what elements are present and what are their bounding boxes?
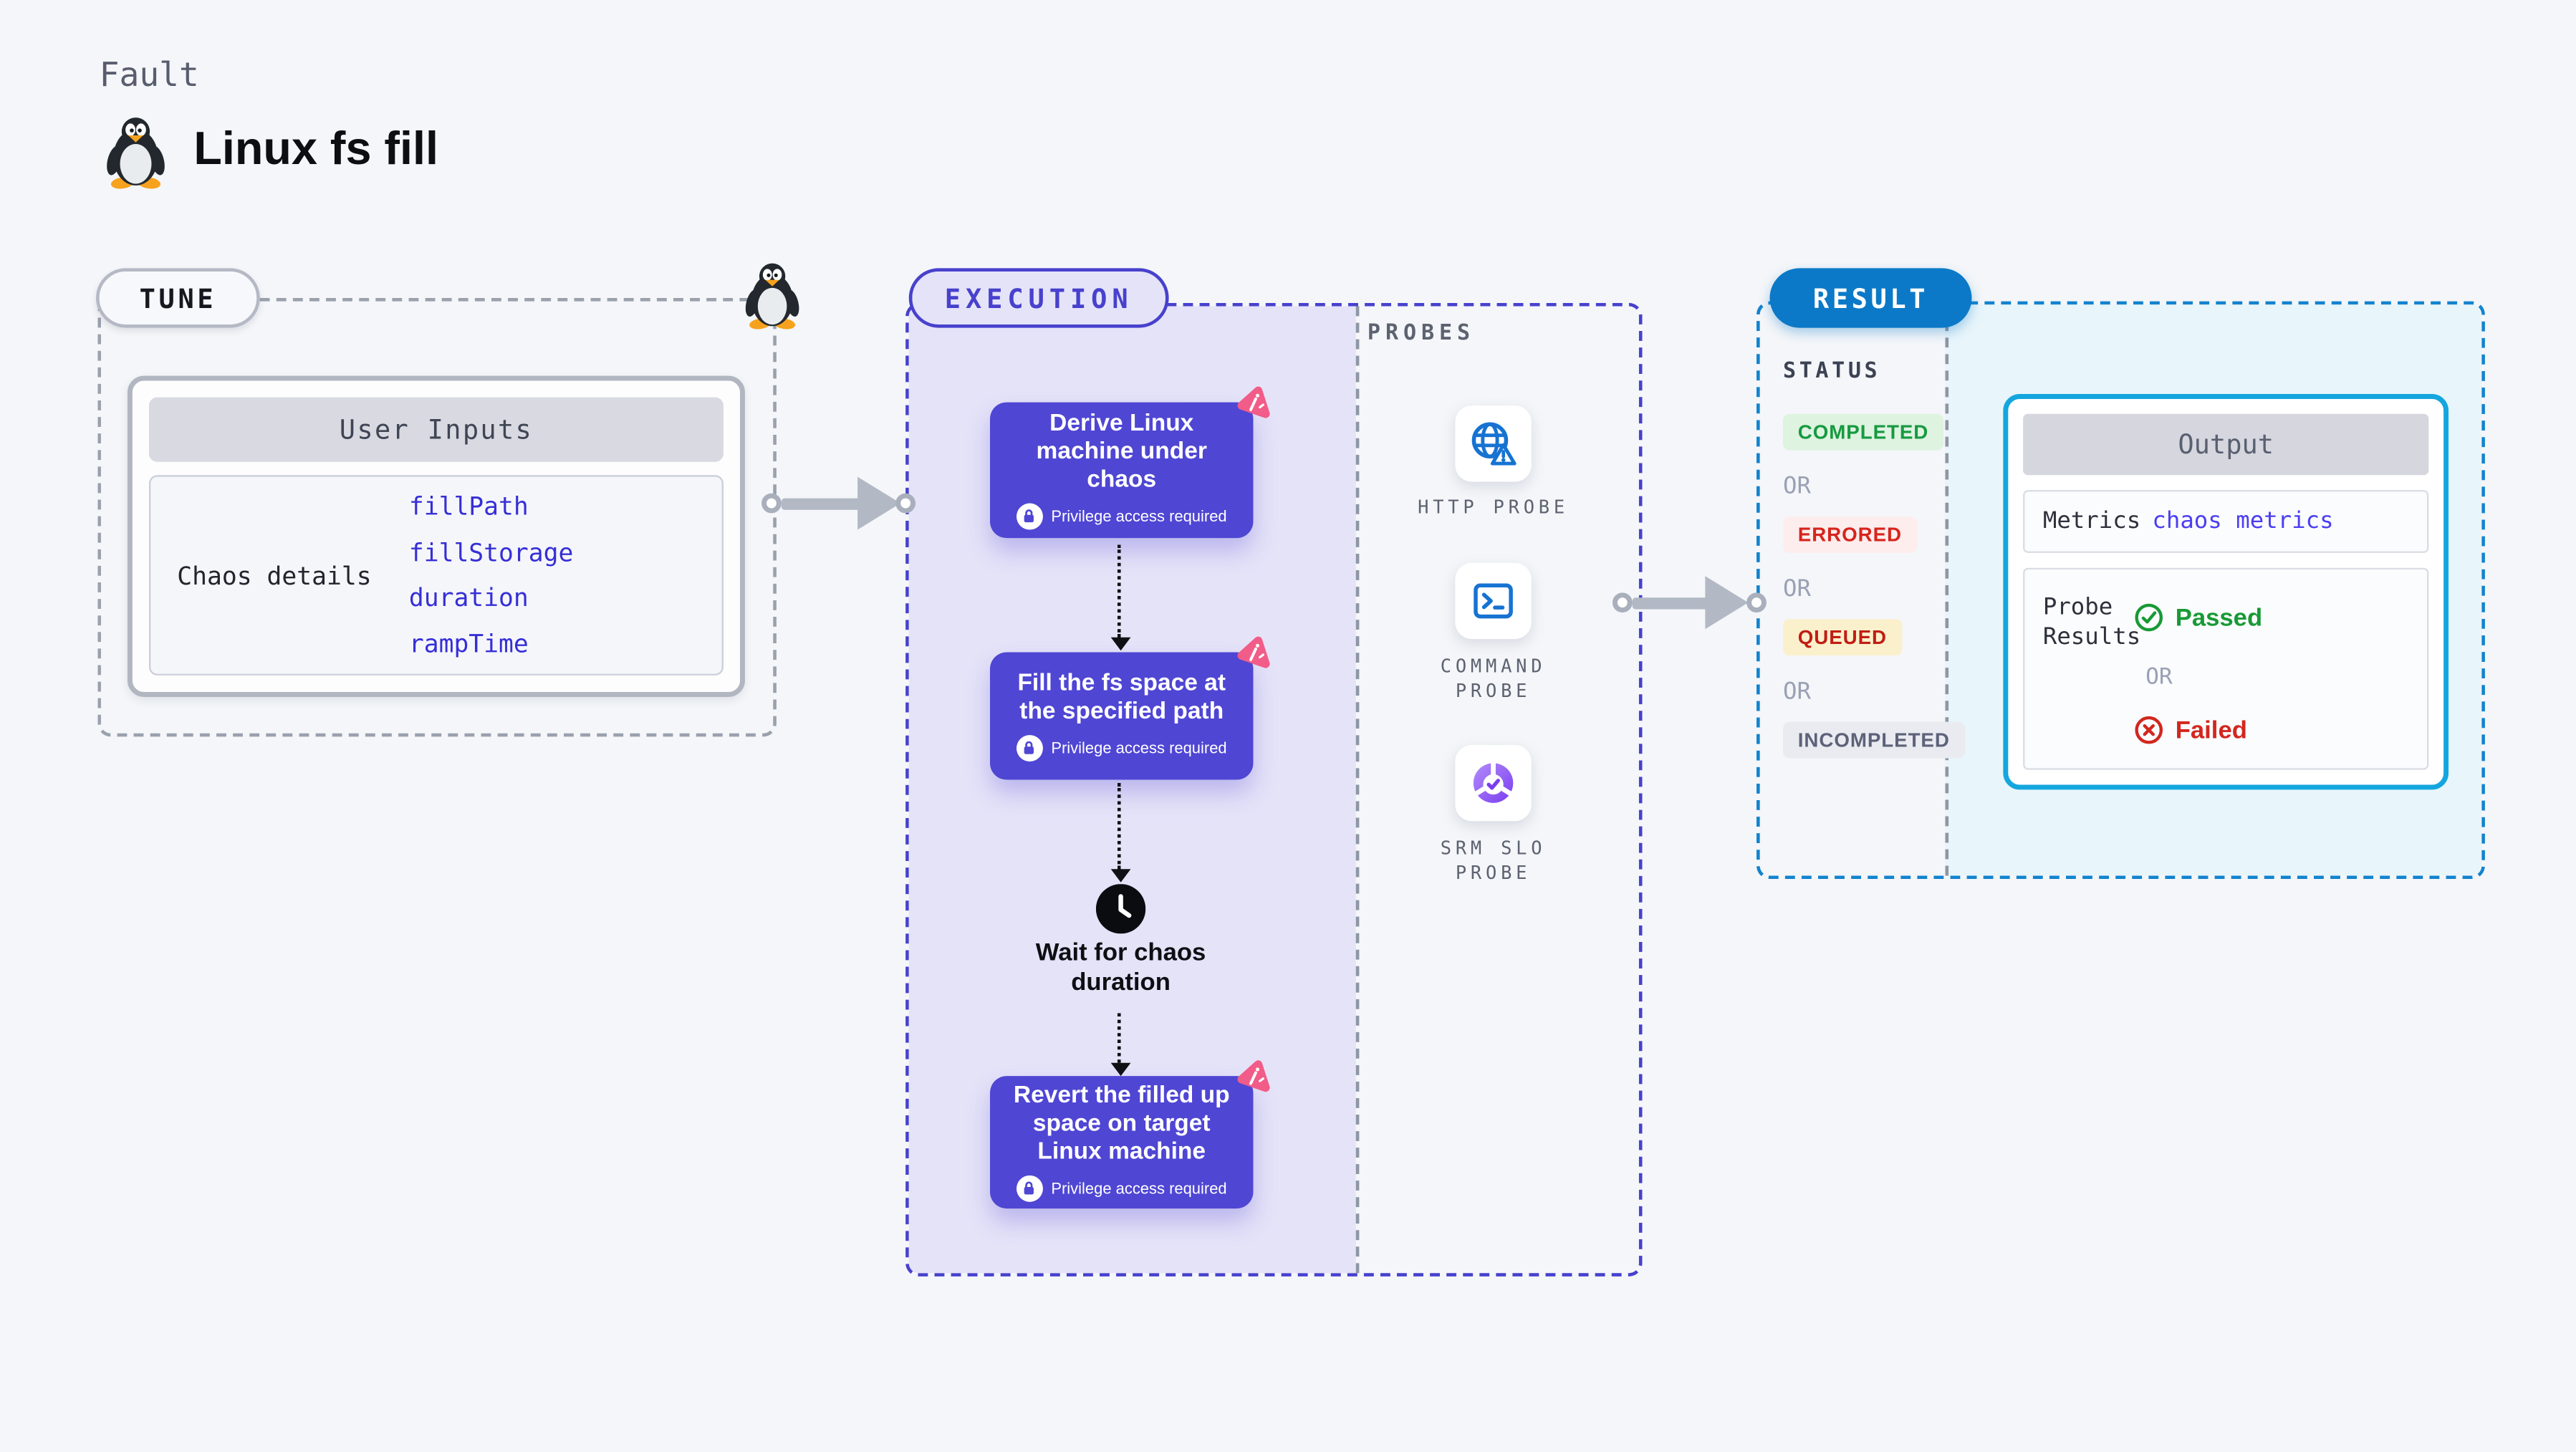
http-probe-label: HTTP PROBE xyxy=(1418,496,1569,519)
status-incompleted-badge: INCOMPLETED xyxy=(1783,721,1965,759)
status-completed-badge: COMPLETED xyxy=(1783,413,1944,451)
output-card: Output Metrics chaos metrics Probe Resul… xyxy=(2003,394,2449,790)
check-circle-icon xyxy=(2135,603,2163,632)
field-duration: duration xyxy=(408,582,529,613)
step-title: Fill the fs space at the specified path xyxy=(1017,670,1226,726)
status-or-text: OR xyxy=(1783,576,1811,603)
arrow-execution-to-result xyxy=(1632,597,1709,609)
chaos-details-label: Chaos details xyxy=(177,560,372,590)
step-fill-fs: Fill the fs space at the specified path … xyxy=(990,636,1270,780)
field-ramptime: rampTime xyxy=(408,628,529,658)
step-title: Derive Linux machine under chaos xyxy=(1036,410,1207,494)
command-probe-label: COMMAND PROBE xyxy=(1440,655,1547,702)
passed-result: Passed xyxy=(2134,602,2262,633)
page-title: Linux fs fill xyxy=(193,122,438,174)
flow-connector xyxy=(1117,544,1121,638)
probe-or-text: OR xyxy=(2145,663,2173,691)
lock-icon xyxy=(1016,735,1043,762)
privilege-label: Privilege access required xyxy=(1051,1179,1227,1198)
chaos-icon xyxy=(1237,636,1270,668)
failed-result: Failed xyxy=(2134,715,2247,745)
flow-arrow xyxy=(1110,869,1131,883)
status-label: STATUS xyxy=(1783,359,1881,385)
connector-node xyxy=(895,493,916,514)
http-probe-card xyxy=(1455,405,1532,482)
execution-badge: EXECUTION xyxy=(908,268,1169,328)
metrics-label: Metrics xyxy=(2042,508,2141,535)
flow-connector xyxy=(1117,1013,1121,1063)
tune-badge: TUNE xyxy=(96,268,260,328)
result-badge: RESULT xyxy=(1769,268,1972,328)
probes-label: PROBES xyxy=(1367,321,1476,347)
lock-icon xyxy=(1016,503,1043,530)
fault-kicker: Fault xyxy=(99,54,199,95)
srm-slo-probe-label: SRM SLO PROBE xyxy=(1440,837,1547,885)
status-output-divider xyxy=(1945,304,1949,876)
flow-arrow xyxy=(1110,1062,1131,1077)
step-revert-space: Revert the filled up space on target Lin… xyxy=(990,1060,1270,1209)
field-fillstorage: fillStorage xyxy=(408,537,574,568)
privilege-row: Privilege access required xyxy=(1016,735,1227,762)
user-inputs-header: User Inputs xyxy=(148,397,724,462)
http-probe-icon xyxy=(1471,422,1517,466)
connector-node xyxy=(1746,592,1767,613)
user-inputs-fields-box: Chaos details fillPath fillStorage durat… xyxy=(148,475,724,675)
user-inputs-card: User Inputs Chaos details fillPath fillS… xyxy=(127,375,745,697)
field-list: fillPath fillStorage duration rampTime xyxy=(409,477,574,674)
metrics-row: Metrics chaos metrics xyxy=(2023,490,2429,553)
lock-icon xyxy=(1016,1175,1043,1202)
command-probe-icon xyxy=(1474,583,1513,619)
connector-node xyxy=(1612,592,1633,613)
status-or-text: OR xyxy=(1783,678,1811,706)
privilege-label: Privilege access required xyxy=(1051,739,1227,758)
privilege-row: Privilege access required xyxy=(1016,503,1227,530)
probe-results-label: Probe Results xyxy=(2042,594,2141,651)
clock-icon xyxy=(1095,884,1146,934)
step-wait-label: Wait for chaos duration xyxy=(1035,938,1206,997)
probe-results-row: Probe Results Passed OR Failed xyxy=(2023,567,2429,770)
srm-slo-probe-card xyxy=(1455,744,1532,822)
command-probe-card xyxy=(1455,562,1532,640)
status-queued-badge: QUEUED xyxy=(1783,619,1902,656)
output-header: Output xyxy=(2023,413,2429,476)
status-errored-badge: ERRORED xyxy=(1783,516,1917,553)
x-circle-icon xyxy=(2135,716,2163,744)
metrics-value: chaos metrics xyxy=(2152,508,2334,535)
linux-tux-icon xyxy=(107,117,165,189)
step-title: Revert the filled up space on target Lin… xyxy=(1013,1082,1230,1165)
arrow-head xyxy=(857,476,901,530)
flow-arrow xyxy=(1110,637,1131,651)
field-fillpath: fillPath xyxy=(408,492,529,522)
step-derive-machine: Derive Linux machine under chaos Privile… xyxy=(990,386,1270,539)
passed-label: Passed xyxy=(2175,603,2263,632)
arrow-head xyxy=(1705,576,1749,630)
flow-connector xyxy=(1117,783,1121,870)
linux-tux-icon xyxy=(745,263,799,330)
execution-probes-divider xyxy=(1355,306,1360,1274)
failed-label: Failed xyxy=(2175,716,2247,744)
privilege-label: Privilege access required xyxy=(1051,507,1227,526)
arrow-tune-to-execution xyxy=(781,497,861,509)
chaos-icon xyxy=(1237,386,1270,418)
connector-node xyxy=(761,493,782,514)
chaos-icon xyxy=(1237,1060,1270,1092)
srm-slo-probe-icon xyxy=(1473,761,1514,803)
status-or-text: OR xyxy=(1783,473,1811,500)
privilege-row: Privilege access required xyxy=(1016,1175,1227,1202)
tune-section-box xyxy=(97,297,777,737)
